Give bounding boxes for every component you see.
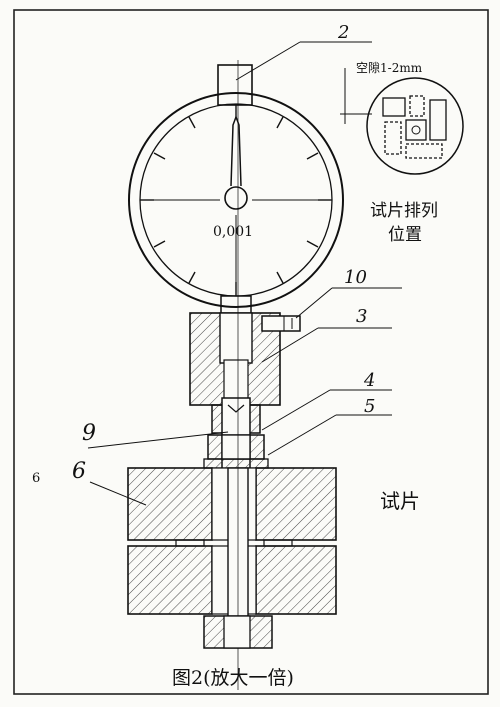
part-label-10: 10 bbox=[344, 267, 367, 288]
part-label-4: 4 bbox=[363, 370, 375, 391]
figure-caption: 图2(放大一倍) bbox=[172, 667, 294, 689]
page-border bbox=[13, 9, 489, 695]
dial-stem bbox=[217, 64, 253, 106]
gap-note: 空隙1-2mm bbox=[356, 61, 423, 75]
specimen-label: 试片 bbox=[380, 489, 420, 513]
set-screw bbox=[261, 315, 301, 332]
arrangement-label-line1: 试片排列 bbox=[370, 201, 438, 221]
arrangement-label-line2: 位置 bbox=[388, 225, 422, 245]
dial-reading-label: 0,001 bbox=[213, 224, 253, 240]
part-label-3: 3 bbox=[356, 306, 367, 327]
dial-needle bbox=[230, 114, 242, 187]
margin-label-6: 6 bbox=[32, 471, 40, 486]
dial-gauge bbox=[128, 92, 344, 308]
bottom-nut bbox=[203, 615, 273, 649]
upper-housing bbox=[189, 312, 281, 406]
arrangement-inset bbox=[366, 77, 464, 175]
part-label-6: 6 bbox=[72, 459, 86, 484]
needle-hub bbox=[224, 186, 248, 210]
part-label-2: 2 bbox=[337, 22, 349, 43]
part-label-9: 9 bbox=[82, 421, 96, 446]
dial-neck bbox=[220, 295, 252, 315]
part-label-5: 5 bbox=[364, 396, 375, 417]
dial-face-outer bbox=[128, 92, 344, 308]
